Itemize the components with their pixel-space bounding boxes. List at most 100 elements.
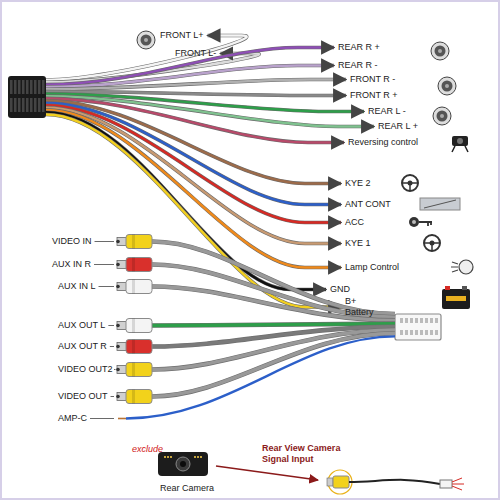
- cable-outline: [152, 324, 395, 326]
- connector-slot: [30, 80, 33, 94]
- plug-label: AUX OUT L: [58, 320, 105, 331]
- connector-pin: [400, 330, 403, 335]
- wire-label: B+ Battery: [345, 296, 385, 318]
- speaker-icon: [438, 77, 456, 95]
- bare-wire-end: [118, 418, 126, 420]
- rca-pin: [116, 345, 120, 349]
- rca-pin: [116, 263, 120, 267]
- rca-plug: [126, 340, 152, 354]
- speaker-rim: [433, 107, 451, 125]
- wire-label: Lamp Control: [345, 262, 399, 273]
- leader-line: [90, 418, 114, 419]
- plug-label: AUX OUT R: [58, 341, 107, 352]
- plug-label: VIDEO OUT: [58, 391, 108, 402]
- leader-line: [108, 325, 114, 326]
- wire-label: REAR L -: [368, 106, 406, 117]
- battery-terminal: [462, 286, 467, 290]
- battery-terminal: [445, 286, 450, 290]
- rca-tip: [327, 478, 333, 486]
- wire-outline: [46, 112, 326, 289]
- connector-slot: [26, 80, 29, 94]
- camera-lens: [457, 138, 463, 144]
- rear-camera: [158, 452, 208, 476]
- plug-label: AUX IN L: [58, 281, 96, 292]
- camera-glass: [180, 461, 186, 467]
- camera-led: [200, 456, 202, 458]
- wire-outline: [46, 115, 341, 308]
- camera-led: [167, 456, 169, 458]
- camera-icon: [452, 136, 468, 146]
- wire: [46, 110, 341, 268]
- camera-led: [170, 456, 172, 458]
- av-connector: [395, 314, 441, 340]
- rca-ring: [132, 363, 135, 377]
- rca-pin: [116, 395, 120, 399]
- connector-pin: [415, 318, 418, 323]
- connector-pin: [425, 318, 428, 323]
- connector-pin: [430, 318, 433, 323]
- speaker-cone: [442, 81, 453, 92]
- connector-pin: [430, 330, 433, 335]
- wire-label: Reversing control: [348, 137, 418, 148]
- leader-line: [111, 396, 114, 397]
- speaker-cap: [445, 84, 449, 88]
- key-blade: [419, 222, 432, 226]
- connector-slot: [14, 80, 17, 94]
- rca-ring: [132, 319, 135, 333]
- camera-cable: [349, 480, 440, 484]
- connector-slot: [22, 98, 25, 112]
- connector-pin: [425, 330, 428, 335]
- connector-slot: [18, 80, 21, 94]
- wire: [46, 115, 341, 308]
- connector-slot: [10, 80, 13, 94]
- rca-pin: [116, 285, 120, 289]
- camera-led: [194, 456, 196, 458]
- connector-slot: [22, 80, 25, 94]
- leader-line: [99, 286, 114, 287]
- speaker-cap: [144, 38, 148, 42]
- camera-legs: [452, 146, 468, 152]
- key-hole: [412, 220, 416, 224]
- speaker-cone: [435, 46, 446, 57]
- cable: [152, 287, 395, 321]
- speaker-cap: [440, 114, 444, 118]
- connector-pin: [405, 330, 408, 335]
- connector-slot: [26, 98, 29, 112]
- steering-wheel-icon: [402, 175, 418, 191]
- rca-ring: [132, 280, 135, 294]
- rca-plug: [126, 280, 152, 294]
- connector-slot: [30, 98, 33, 112]
- camera-lens: [176, 457, 190, 471]
- connector-slot: [38, 80, 41, 94]
- wire: [46, 80, 346, 90]
- connector-pin: [410, 330, 413, 335]
- wire-label: FRONT R +: [350, 90, 398, 101]
- steering-wheel-icon: [424, 235, 440, 251]
- connector-pin: [405, 318, 408, 323]
- speaker-cone: [437, 111, 448, 122]
- connector-pin: [400, 318, 403, 323]
- connector-slot: [42, 80, 45, 94]
- cable: [152, 333, 395, 396]
- wire-label: FRONT L+: [160, 30, 204, 41]
- rca-ring: [132, 390, 135, 404]
- rca-plug: [126, 363, 152, 377]
- rca-plug: [126, 235, 152, 249]
- wire-label: FRONT L-: [175, 48, 216, 59]
- connector-pin: [420, 318, 423, 323]
- speaker-icon: [137, 31, 155, 49]
- camera-led: [164, 456, 166, 458]
- connector-pin: [415, 330, 418, 335]
- connector-slot: [10, 98, 13, 112]
- wire-label: KYE 1: [345, 238, 371, 249]
- battery-sticker: [446, 296, 466, 301]
- lamp-icon: [459, 260, 473, 274]
- wheel-spokes: [402, 183, 418, 191]
- camera-label: Rear Camera: [160, 483, 214, 494]
- connector-pin: [420, 330, 423, 335]
- rca-pin: [116, 240, 120, 244]
- speaker-cone: [141, 35, 152, 46]
- rca-plug: [126, 319, 152, 333]
